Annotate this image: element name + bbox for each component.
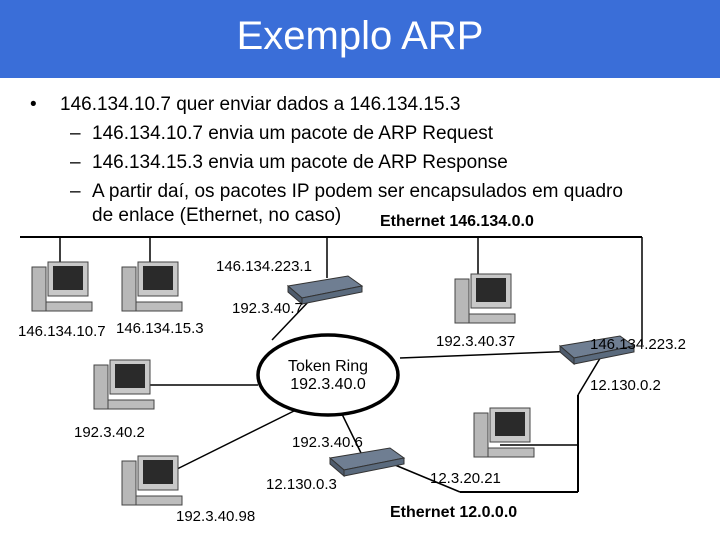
pc2-ip: 146.134.15.3 [116, 320, 204, 337]
ethernet-top-label: Ethernet 146.134.0.0 [380, 213, 534, 230]
router1-eth-ip: 146.134.223.1 [216, 258, 312, 275]
link-pc4-ring [164, 407, 301, 476]
pc3-ip: 192.3.40.2 [74, 424, 145, 441]
bullet-list: • 146.134.10.7 quer enviar dados a 146.1… [0, 0, 720, 240]
router-icon [286, 275, 364, 306]
token-ring-name: Token Ring [287, 358, 369, 375]
pc4-ip: 192.3.40.98 [176, 508, 256, 525]
router-icon [328, 447, 406, 478]
computer-icon [93, 359, 155, 410]
token-ring [256, 333, 400, 417]
router2-eth-ip: 146.134.223.2 [590, 336, 686, 353]
ethernet-bottom-label: Ethernet 12.0.0.0 [390, 504, 518, 521]
dash-mark: – [70, 152, 81, 173]
dash-mark: – [70, 123, 81, 144]
subbullet-3: A partir daí, os pacotes IP podem ser en… [92, 181, 623, 202]
title-bar [0, 0, 720, 78]
subbullet-2: 146.134.15.3 envia um pacote de ARP Resp… [92, 152, 508, 173]
link-r3-ring [339, 409, 363, 456]
token-ring-label: Token Ring 192.3.40.0 [278, 358, 378, 394]
token-ring-net: 192.3.40.0 [290, 376, 366, 393]
router-icon [558, 335, 636, 366]
dash-mark: – [70, 181, 81, 202]
pc1-ip: 146.134.10.7 [18, 323, 106, 340]
subbullet-3-cont: de enlace (Ethernet, no caso) [92, 205, 342, 226]
router1-tr-ip: 192.3.40.7 [232, 300, 303, 317]
computer-icon [31, 261, 93, 312]
router2-tr-ip: 192.3.40.37 [436, 333, 516, 350]
link-r3-net12 [394, 464, 461, 493]
link-r1-ring [271, 299, 311, 341]
router3-net12-ip: 12.130.0.3 [266, 476, 337, 493]
slide-title: Exemplo ARP [236, 14, 484, 58]
computer-icon [121, 455, 183, 506]
computer-icon [121, 261, 183, 312]
bullet-mark: • [30, 94, 37, 115]
bullet-main: 146.134.10.7 quer enviar dados a 146.134… [60, 94, 461, 115]
subbullet-1: 146.134.10.7 envia um pacote de ARP Requ… [92, 123, 494, 144]
router3-tr-ip: 192.3.40.6 [292, 434, 363, 451]
computer-icon [454, 273, 516, 324]
router2-net12-ip: 12.130.0.2 [590, 377, 661, 394]
pc5-ip: 12.3.20.21 [430, 470, 501, 487]
computer-icon [473, 407, 535, 458]
